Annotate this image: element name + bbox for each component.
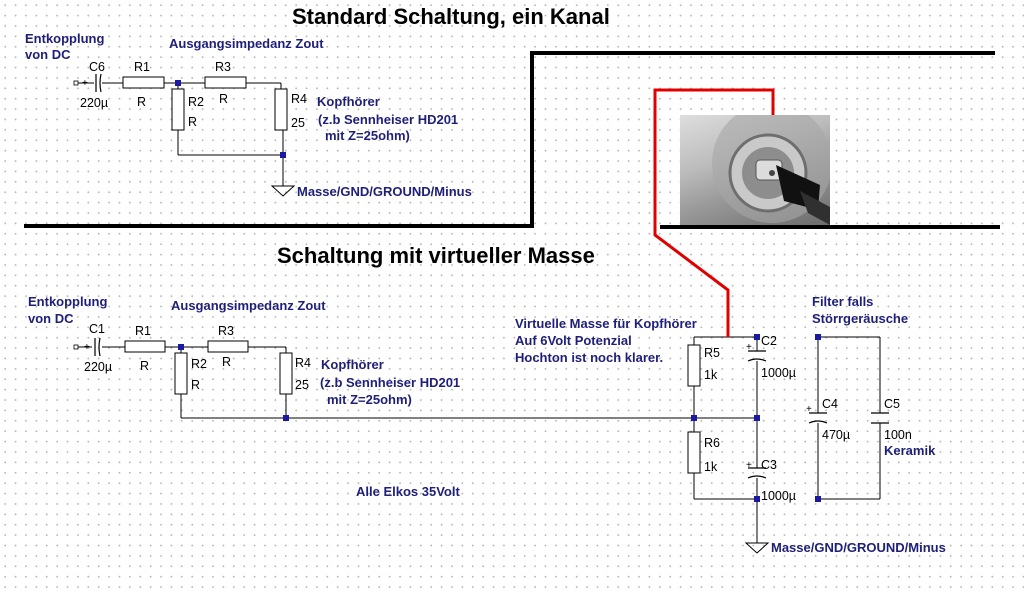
c4-value: 470µ	[822, 428, 851, 442]
r6-label: R6	[704, 436, 720, 450]
top-r4-value: 25	[291, 116, 305, 130]
polarity-mark: +	[806, 404, 812, 415]
top-r4-resistor	[274, 88, 288, 131]
bottom-node	[754, 496, 760, 502]
bottom-r3-label: R3	[218, 324, 234, 338]
polarity-mark: +	[82, 78, 88, 89]
bottom-r5-resistor	[687, 344, 701, 387]
bottom-headphone-label: (z.b Sennheiser HD201	[320, 375, 461, 390]
bottom-r2-resistor	[174, 352, 188, 395]
r6-value: 1k	[704, 460, 718, 474]
filter-label: Störrgeräusche	[812, 311, 909, 326]
elkos-note: Alle Elkos 35Volt	[356, 484, 460, 499]
c5-value: 100n	[884, 428, 912, 442]
top-r3-label: R3	[215, 60, 231, 74]
bottom-r1-resistor	[124, 340, 166, 353]
bottom-r4-value: 25	[295, 378, 309, 392]
bottom-r3-resistor	[207, 340, 249, 353]
bottom-r2-label: R2	[191, 357, 207, 371]
top-r2-resistor	[171, 88, 185, 131]
title-bottom: Schaltung mit virtueller Masse	[277, 243, 595, 268]
r5-value: 1k	[704, 368, 718, 382]
virtual-ground-label: Virtuelle Masse für Kopfhörer	[515, 316, 697, 331]
bottom-coupling-label: von DC	[28, 311, 74, 326]
bottom-r3-value: R	[222, 355, 232, 369]
bottom-headphone-label: Kopfhörer	[321, 357, 384, 372]
c2-value: 1000µ	[761, 366, 797, 380]
top-r2-value: R	[188, 115, 198, 129]
bottom-r2-value: R	[191, 378, 201, 392]
top-c6-value: 220µ	[80, 96, 109, 110]
bottom-c1-value: 220µ	[84, 360, 113, 374]
c5-value: Keramik	[884, 443, 936, 458]
c3-label: C3	[761, 458, 777, 472]
bottom-ground-label: Masse/GND/GROUND/Minus	[771, 540, 946, 555]
top-c6-capacitor	[96, 74, 100, 92]
bottom-c1-label: C1	[89, 322, 105, 336]
bottom-node	[691, 415, 697, 421]
c4-label: C4	[822, 397, 838, 411]
top-node	[175, 80, 181, 86]
bottom-node	[815, 334, 821, 340]
top-zout-label: Ausgangsimpedanz Zout	[169, 36, 324, 51]
divider-line	[24, 51, 995, 228]
bottom-node	[178, 344, 184, 350]
r5-label: R5	[704, 346, 720, 360]
top-headphone-label: (z.b Sennheiser HD201	[318, 112, 459, 127]
top-headphone-label: Kopfhörer	[317, 94, 380, 109]
bottom-r4-label: R4	[295, 356, 311, 370]
top-r2-label: R2	[188, 95, 204, 109]
c5-label: C5	[884, 397, 900, 411]
bottom-node	[815, 496, 821, 502]
callout-line	[653, 88, 775, 337]
bottom-r1-label: R1	[135, 324, 151, 338]
top-r1-label: R1	[134, 60, 150, 74]
bottom-r6-resistor	[687, 431, 701, 474]
title-top: Standard Schaltung, ein Kanal	[292, 4, 610, 29]
bottom-ground-symbol	[744, 542, 770, 554]
bottom-node	[754, 334, 760, 340]
polarity-mark: +	[84, 342, 90, 353]
top-c6-label: C6	[89, 60, 105, 74]
bottom-r4-resistor	[279, 352, 293, 395]
virtual-ground-label: Hochton ist noch klarer.	[515, 350, 664, 365]
c3-value: 1000µ	[761, 489, 797, 503]
polarity-mark: +	[746, 460, 752, 471]
top-r3-value: R	[219, 92, 229, 106]
top-r1-resistor	[122, 76, 165, 89]
bottom-headphone-label: mit Z=25ohm)	[327, 392, 412, 407]
bottom-circuit-wires	[76, 336, 881, 543]
top-r4-label: R4	[291, 92, 307, 106]
c2-label: C2	[761, 334, 777, 348]
bottom-node	[754, 415, 760, 421]
top-coupling-label: Entkopplung	[25, 31, 105, 46]
bottom-r1-value: R	[140, 359, 150, 373]
top-node	[280, 152, 286, 158]
top-r1-value: R	[137, 95, 147, 109]
bottom-zout-label: Ausgangsimpedanz Zout	[171, 298, 326, 313]
top-circuit-wires	[76, 82, 284, 186]
filter-label: Filter falls	[812, 294, 874, 309]
top-ground-symbol	[270, 185, 296, 197]
polarity-mark: +	[746, 342, 752, 353]
top-ground-label: Masse/GND/GROUND/Minus	[297, 184, 472, 199]
bottom-node	[283, 415, 289, 421]
top-headphone-label: mit Z=25ohm)	[325, 128, 410, 143]
top-coupling-label: von DC	[25, 47, 71, 62]
bottom-coupling-label: Entkopplung	[28, 294, 108, 309]
top-r3-resistor	[204, 76, 247, 89]
virtual-ground-label: Auf 6Volt Potenzial	[515, 333, 632, 348]
key-ignition-photo	[680, 115, 830, 225]
